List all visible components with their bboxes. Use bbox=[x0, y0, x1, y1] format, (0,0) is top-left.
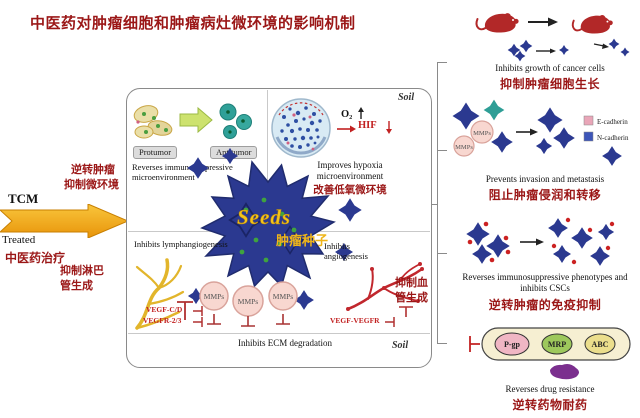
soil-top-label: Soil bbox=[398, 92, 415, 103]
tumor-seeds-blob-icon: Seeds 肿瘤种子 bbox=[187, 148, 362, 310]
immuno-illustration-icon bbox=[466, 217, 615, 266]
inhibition-bar-icon bbox=[193, 317, 203, 327]
panel-divider-horizontal-2 bbox=[128, 333, 430, 334]
reverses-immuno-caption: Reverses immunosuppressive microenvironm… bbox=[132, 162, 233, 183]
immune-dots bbox=[467, 221, 511, 263]
up-arrow-icon bbox=[358, 107, 364, 119]
bracket-stub-4 bbox=[438, 343, 447, 344]
inhibition-bar-icon bbox=[399, 306, 413, 317]
black-arrow-icon bbox=[550, 48, 556, 54]
red-right-arrow-icon bbox=[337, 125, 356, 133]
vegf-vegfr-label: VEGF-VEGFR bbox=[330, 316, 380, 325]
mice-illustration-icon bbox=[475, 12, 630, 62]
mmps-label: MMPs bbox=[473, 130, 491, 137]
invasion-illustration-icon: MMPs MMPs E-cadherin N-cadherin bbox=[452, 99, 629, 166]
black-arrow-icon bbox=[530, 128, 538, 136]
hif-label: HIF bbox=[358, 120, 377, 131]
e-cadherin-swatch bbox=[583, 115, 594, 126]
mmps-label: MMPs bbox=[238, 297, 259, 306]
tumor-cells-dispersed bbox=[548, 218, 615, 266]
tcm-arrow-icon bbox=[0, 204, 128, 238]
inhibition-bar-icon bbox=[469, 336, 480, 352]
panel-divider-vertical bbox=[267, 90, 268, 231]
tcm-chinese-label: 中医药治疗 bbox=[5, 251, 66, 265]
item1-caption-cn: 抑制肿瘤细胞生长 bbox=[499, 77, 600, 91]
mmps-circles-icon: MMPs MMPs MMPs bbox=[199, 281, 298, 317]
figure-title: 中医药对肿瘤细胞和肿瘤病灶微环境的影响机制 bbox=[30, 15, 356, 32]
immune-dots bbox=[551, 217, 615, 265]
mmps-inhibition-bars-icon bbox=[207, 314, 290, 327]
tumor-green-dots bbox=[239, 197, 297, 263]
item2-caption-en: Prevents invasion and metastasis bbox=[485, 174, 605, 184]
n-cadherin-swatch bbox=[583, 131, 594, 142]
antitumor-label: Antitumor bbox=[210, 146, 258, 160]
mrp-label: MRP bbox=[548, 340, 566, 349]
teal-cell-icon bbox=[483, 99, 505, 121]
abc-label: ABC bbox=[592, 340, 609, 349]
mmps-label: MMPs bbox=[273, 292, 294, 301]
bracket-stub-1 bbox=[438, 62, 447, 63]
inhibit-angio-cn-line1: 抑制血 bbox=[395, 277, 428, 289]
item3-caption-en: Reverses immunosuppressive phenotypes an… bbox=[462, 272, 628, 293]
tumor-cells-small bbox=[507, 38, 630, 62]
mouse-icon bbox=[571, 14, 614, 35]
tumor-cell-icon bbox=[491, 131, 513, 153]
item1-caption-en: Inhibits growth of cancer cells bbox=[495, 63, 605, 73]
bracket-trunk-line bbox=[432, 204, 437, 205]
inhibits-lymph-caption: Inhibits lymphangiogenesis bbox=[134, 239, 228, 249]
inhibition-bar-icon bbox=[177, 301, 193, 320]
n-cadherin-label: N-cadherin bbox=[597, 134, 629, 142]
black-arrow-icon bbox=[536, 238, 544, 246]
improves-hypoxia-cn-caption: 改善低氧微环境 bbox=[313, 184, 387, 196]
item4-caption-cn: 逆转药物耐药 bbox=[512, 398, 588, 412]
vegf-cd-label: VEGF-C/D bbox=[146, 305, 183, 314]
seeds-label: Seeds bbox=[237, 205, 291, 229]
pgp-label: P-gp bbox=[504, 340, 521, 349]
tumor-mass-shape bbox=[200, 160, 336, 288]
e-cadherin-label: E-cadherin bbox=[597, 118, 628, 126]
seeds-cn-label: 肿瘤种子 bbox=[276, 233, 328, 248]
black-arrow-icon bbox=[602, 43, 609, 49]
mmps-label: MMPs bbox=[204, 292, 225, 301]
inhibition-bar-icon bbox=[193, 306, 203, 316]
soil-bottom-label: Soil bbox=[392, 340, 409, 351]
improves-hypoxia-caption: Improves hypoxia microenvironment bbox=[316, 160, 384, 181]
black-arrow-icon bbox=[548, 17, 558, 27]
reverse-tumor-label: 逆转肿瘤 bbox=[71, 164, 115, 176]
item3-caption-cn: 逆转肿瘤的免疫抑制 bbox=[488, 298, 602, 312]
vegfr-23-label: VEGFR-2/3 bbox=[143, 316, 182, 325]
bracket-vertical-line bbox=[437, 62, 438, 344]
inhibit-angio-cn-line2: 管生成 bbox=[395, 292, 428, 304]
red-down-arrow-icon bbox=[386, 121, 392, 134]
mmps-label: MMPs bbox=[455, 144, 473, 151]
inhibition-bar-icon bbox=[385, 317, 395, 327]
item4-caption-en: Reverses drug resistance bbox=[505, 384, 595, 394]
drug-resistance-illustration-icon: P-gp MRP ABC bbox=[469, 327, 631, 380]
item2-caption-cn: 阻止肿瘤侵润和转移 bbox=[488, 188, 602, 202]
protumor-antitumor-cells-icon bbox=[133, 103, 252, 139]
bracket-stub-3 bbox=[438, 253, 447, 254]
mouse-icon bbox=[475, 12, 520, 34]
blood-vessels-icon bbox=[346, 262, 424, 317]
purple-cell-icon bbox=[550, 364, 579, 380]
inhibit-lymph-cn-line2: 管生成 bbox=[60, 280, 93, 292]
oxygen-label: O₂ bbox=[341, 109, 353, 120]
inhibit-lymph-cn-line1: 抑制淋巴 bbox=[60, 265, 104, 277]
tcm-label: TCM bbox=[8, 191, 39, 206]
treated-label: Treated bbox=[2, 234, 36, 246]
protumor-cells-icon bbox=[133, 105, 173, 139]
inhibits-angio-caption: Inhibits angiogenesis bbox=[324, 241, 368, 262]
lymphatic-vessels-icon bbox=[135, 258, 193, 330]
inhibits-ecm-caption: Inhibits ECM degradation bbox=[238, 338, 332, 348]
inhibit-microenv-label: 抑制微环境 bbox=[64, 179, 119, 191]
protumor-label: Protumor bbox=[133, 146, 178, 160]
hypoxia-microscopy-icon bbox=[271, 98, 331, 158]
tumor-cells-cluster bbox=[466, 222, 510, 264]
antitumor-cells-icon bbox=[219, 103, 252, 139]
green-arrow-icon bbox=[179, 106, 213, 134]
bracket-stub-2 bbox=[438, 150, 447, 151]
